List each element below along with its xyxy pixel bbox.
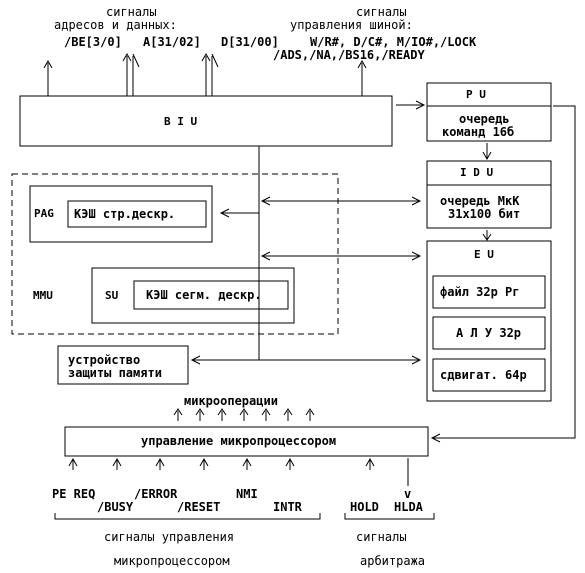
control-box xyxy=(64,426,429,457)
pu-to-control-line xyxy=(430,105,576,443)
cpu-signals-caption-1: сигналы управления xyxy=(104,530,235,544)
pu-queue-line-2: команд 16б xyxy=(442,125,515,139)
eu-shifter: сдвигат. 64р xyxy=(440,368,527,382)
control-label: управление микропроцессором xyxy=(141,434,337,448)
su-cache-label: КЭШ сегм. дескр. xyxy=(146,288,262,302)
su-cache-box xyxy=(133,280,289,310)
signal-reset: /RESET xyxy=(177,500,221,514)
signal-nmi: NMI xyxy=(236,487,258,501)
signal-error: /ERROR xyxy=(134,487,178,501)
pu-queue-line-1: очередь xyxy=(459,112,510,126)
signal-hold: HOLD xyxy=(350,500,379,514)
idu-box xyxy=(426,160,552,229)
be-signal: /BE[3/0] xyxy=(64,35,122,49)
eu-box xyxy=(426,240,552,402)
biu-label: B I U xyxy=(164,115,198,128)
signal-v-arrow: v xyxy=(404,487,412,501)
arb-signals-caption-2: арбитража xyxy=(360,554,426,568)
idu-queue-line-2: 31х100 бит xyxy=(448,207,521,221)
signal-busy: /BUSY xyxy=(97,500,134,514)
idu-queue-line-1: очередь МкК xyxy=(440,194,520,208)
signal-intr: INTR xyxy=(273,500,302,514)
microops-label: микрооперации xyxy=(184,394,278,408)
d-signal: D[31/00] xyxy=(221,35,279,49)
addr-signals-title-1: сигналы xyxy=(106,5,157,19)
a-signal: A[31/02] xyxy=(143,35,201,49)
microop-arrows xyxy=(173,408,315,421)
bus-eu-arrow xyxy=(260,251,422,261)
pag-label: PAG xyxy=(34,207,54,220)
bus-ctrl-title-1: сигналы xyxy=(356,5,407,19)
pag-cache-label: КЭШ стр.дескр. xyxy=(74,207,176,221)
bus-idu-arrow xyxy=(260,196,422,206)
bus-ctrl-line-1: W/R#, D/C#, M/IO#,/LOCK xyxy=(310,35,477,49)
eu-regfile: файл 32р Рг xyxy=(440,285,520,299)
eu-shifter-box xyxy=(432,358,546,392)
eu-label: E U xyxy=(474,248,494,261)
bus-ctrl-line-2: /ADS,/NA,/BS16,/READY xyxy=(273,48,425,62)
biu-box xyxy=(19,95,393,147)
protection-box xyxy=(57,345,189,385)
addr-signals-title-2: адресов и данных: xyxy=(54,18,177,32)
bus-ctrl-title-2: управления шиной: xyxy=(290,18,413,32)
su-label: SU xyxy=(105,289,119,302)
arb-signals-caption-1: сигналы xyxy=(356,530,407,544)
mmu-label: MMU xyxy=(33,289,53,302)
cpu-signals-bracket xyxy=(54,513,321,520)
su-box xyxy=(91,267,295,324)
idu-to-eu-arrow xyxy=(482,230,492,241)
pag-cache-box xyxy=(67,200,207,228)
bus-to-pag-arrow xyxy=(219,208,259,218)
signal-hlda: HLDA xyxy=(394,500,423,514)
bus-connectors xyxy=(43,52,367,96)
protection-line-2: защиты памяти xyxy=(68,366,162,380)
pu-box xyxy=(426,82,552,142)
pag-box xyxy=(29,185,213,243)
biu-to-pu-arrow xyxy=(396,100,426,110)
pu-label: P U xyxy=(466,88,486,101)
signal-pe-req: PE REQ xyxy=(52,487,96,501)
arb-signals-bracket xyxy=(344,513,435,520)
control-signal-arrows xyxy=(68,457,409,486)
mmu-box xyxy=(11,173,339,335)
eu-alu: А Л У 32р xyxy=(456,326,522,340)
cpu-signals-caption-2: микропроцессором xyxy=(114,554,230,568)
eu-regfile-box xyxy=(432,275,546,309)
protection-line-1: устройство xyxy=(68,353,141,367)
pu-to-idu-arrow xyxy=(482,143,492,161)
eu-alu-box xyxy=(432,316,546,350)
idu-label: I D U xyxy=(460,166,494,179)
protection-eu-arrow xyxy=(190,355,422,365)
